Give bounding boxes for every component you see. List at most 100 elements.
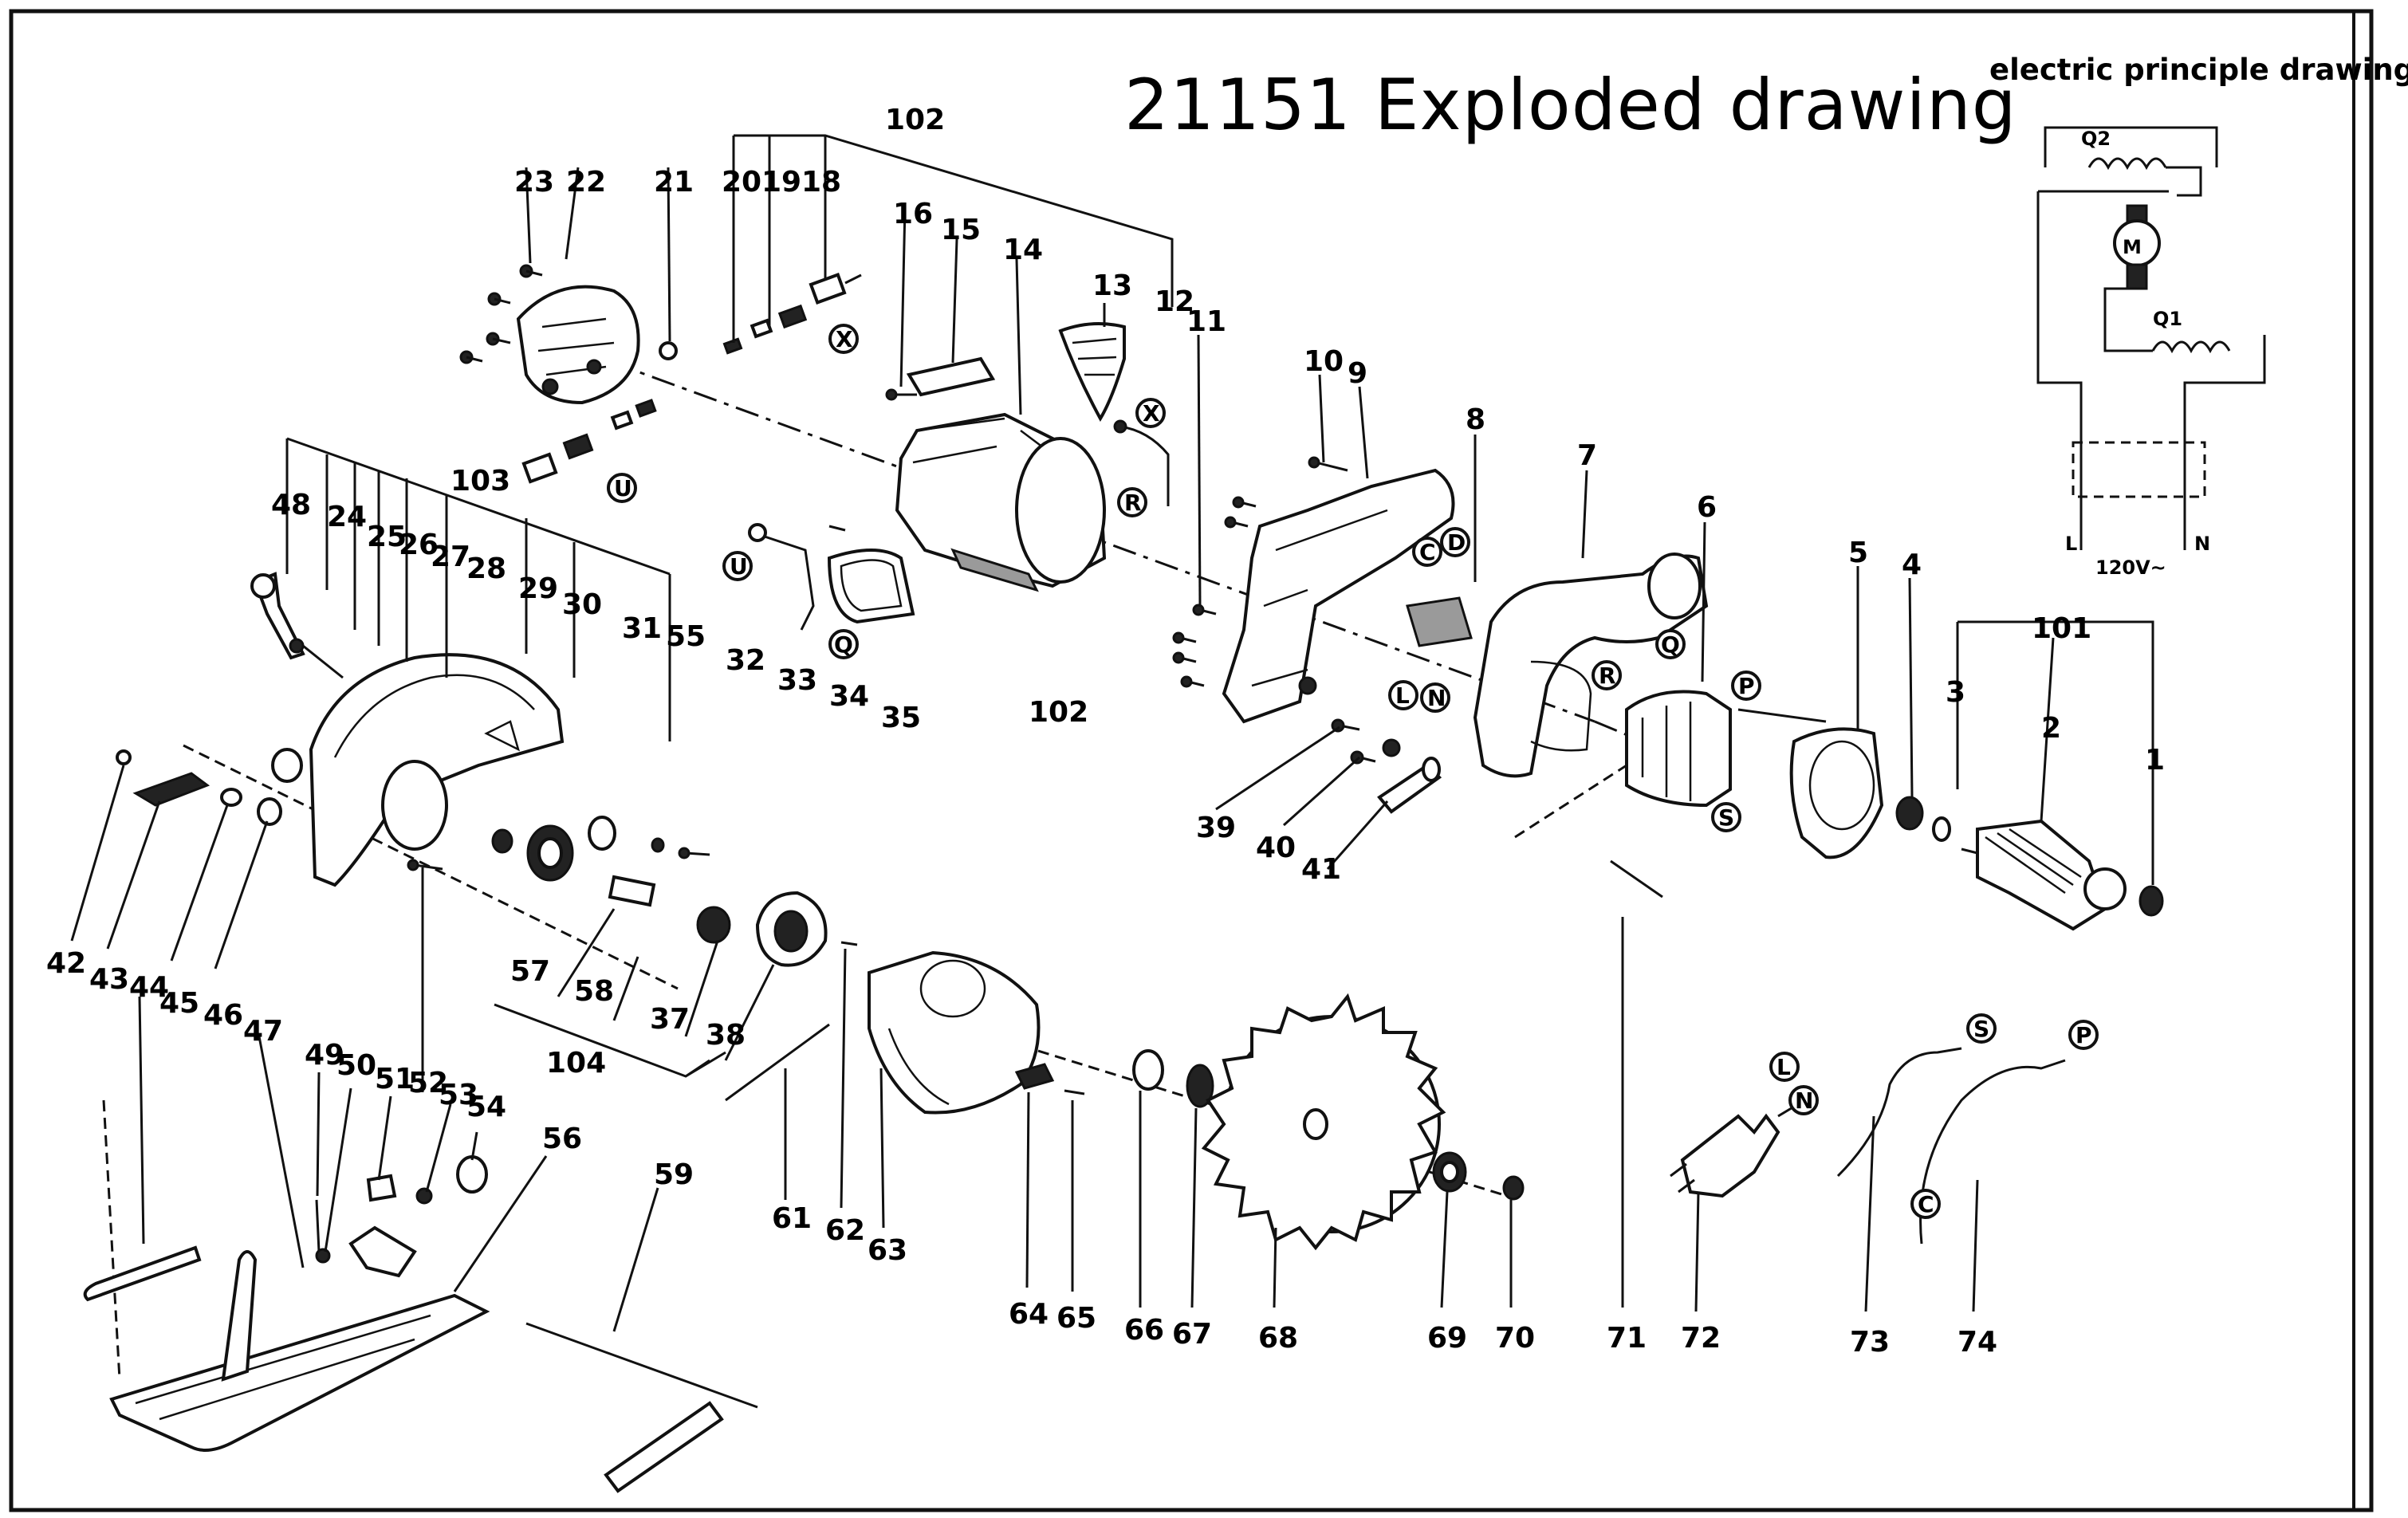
- base-plate-part: [109, 1293, 490, 1452]
- callout-14: 14: [1003, 234, 1043, 266]
- callout-23: 23: [514, 166, 554, 199]
- callout-2: 2: [2041, 712, 2061, 745]
- callout-15: 15: [941, 214, 981, 246]
- sheet-frame: [9, 9, 2374, 1512]
- callout-19: 19: [761, 166, 801, 199]
- saw-blade-part: [1201, 993, 1446, 1251]
- callout-59: 59: [654, 1158, 694, 1191]
- callout-30: 30: [562, 588, 602, 621]
- callout-8: 8: [1466, 403, 1485, 436]
- connector-c-wire: C: [1918, 1191, 1934, 1217]
- washer-33: [651, 837, 665, 853]
- rip-fence-rod: [525, 1322, 758, 1409]
- lower-guard-bore: [919, 959, 986, 1018]
- blade-guard-arrow-icon: [484, 720, 520, 752]
- motor-housing-opening: [1015, 437, 1106, 584]
- connector-u-lower: U: [614, 475, 632, 501]
- circuit-q2-lead: [2166, 166, 2202, 197]
- coil-q1-icon: [2151, 340, 2231, 354]
- callout-16: 16: [893, 198, 933, 230]
- wire-73: [1836, 1047, 1962, 1178]
- callout-45: 45: [159, 987, 199, 1020]
- wire-q-terminal: [748, 523, 767, 542]
- washer-48: [271, 748, 303, 783]
- callout-29: 29: [518, 572, 558, 605]
- bearing-32: [588, 816, 616, 851]
- callout-71: 71: [1607, 1322, 1647, 1355]
- stator-slots: [1641, 702, 1692, 801]
- callout-65: 65: [1056, 1302, 1096, 1335]
- callout-49: 49: [305, 1039, 344, 1072]
- switch-part: [1406, 596, 1473, 647]
- part-64: [1014, 1063, 1055, 1090]
- armature-commutator: [2083, 867, 2127, 910]
- rip-fence-guide: [604, 1401, 724, 1493]
- lever-44: [83, 1245, 202, 1302]
- wire-12-terminal: [1113, 419, 1127, 434]
- callout-101: 101: [2032, 612, 2091, 645]
- callout-64: 64: [1009, 1298, 1049, 1331]
- shield-plate-part: [827, 549, 915, 624]
- plug-prong2: [1678, 1178, 1695, 1194]
- screw-35-head: [678, 847, 691, 859]
- handle-grip: [1530, 660, 1592, 752]
- bearing-plate-38-bore: [773, 910, 809, 953]
- end-cap-part: [516, 285, 640, 405]
- callout-32: 32: [726, 644, 765, 677]
- callout-3: 3: [1946, 676, 1965, 709]
- lever-knob: [250, 573, 276, 599]
- callout-48: 48: [271, 489, 311, 521]
- callout-33: 33: [777, 664, 817, 697]
- callout-74: 74: [1957, 1326, 1997, 1359]
- callout-43: 43: [89, 963, 129, 996]
- callout-56: 56: [542, 1123, 582, 1155]
- blade-guard-bore: [381, 760, 448, 851]
- bearing-4: [1895, 796, 1924, 831]
- connector-l-switch: L: [1395, 682, 1410, 709]
- callout-70: 70: [1495, 1322, 1535, 1355]
- part-21-plug: [659, 341, 678, 360]
- callout-26: 26: [399, 529, 439, 561]
- callout-39: 39: [1196, 812, 1236, 844]
- callout-37: 37: [650, 1003, 690, 1036]
- knob-51: [366, 1174, 397, 1202]
- callout-47: 47: [243, 1015, 283, 1048]
- rod-61: [725, 1023, 830, 1102]
- pin-49: [315, 1199, 321, 1253]
- connector-c-switch: C: [1419, 539, 1436, 565]
- callout-55: 55: [666, 620, 706, 653]
- callout-72: 72: [1681, 1322, 1721, 1355]
- washer-3: [1932, 816, 1951, 842]
- blade-guard-ridge: [333, 674, 535, 758]
- bearing-37: [696, 906, 731, 944]
- connector-d-switch: D: [1447, 529, 1466, 556]
- armature-windings: [1985, 828, 2082, 895]
- pin-25: [289, 638, 305, 654]
- washer-53: [415, 1187, 433, 1205]
- motor-brush-bottom: [2126, 263, 2148, 290]
- leader-lines: [70, 134, 2154, 1332]
- callout-9: 9: [1348, 357, 1367, 390]
- callout-67: 67: [1172, 1318, 1212, 1351]
- label-plate-part: [906, 356, 996, 397]
- screw-shield: [828, 525, 846, 532]
- circuit-top-wire: [2044, 126, 2218, 167]
- screw-62: [840, 941, 858, 946]
- callout-42: 42: [46, 947, 86, 980]
- screw-65: [1064, 1089, 1085, 1095]
- callout-31: 31: [622, 612, 662, 645]
- wire-q-left: [757, 533, 815, 631]
- callout-68: 68: [1258, 1322, 1298, 1355]
- motor-housing-base: [950, 548, 1039, 592]
- stator-part: [1625, 690, 1732, 808]
- screws-23: [459, 264, 543, 364]
- callout-51: 51: [375, 1063, 415, 1095]
- brush-lead: [844, 273, 862, 285]
- callout-63: 63: [868, 1234, 907, 1267]
- callout-58: 58: [574, 975, 614, 1008]
- screw-16-head: [885, 388, 898, 401]
- callout-6: 6: [1697, 491, 1717, 524]
- depth-bracket-part: [348, 1225, 417, 1278]
- bearing-31: [491, 828, 513, 854]
- plug-prong1: [1670, 1162, 1687, 1178]
